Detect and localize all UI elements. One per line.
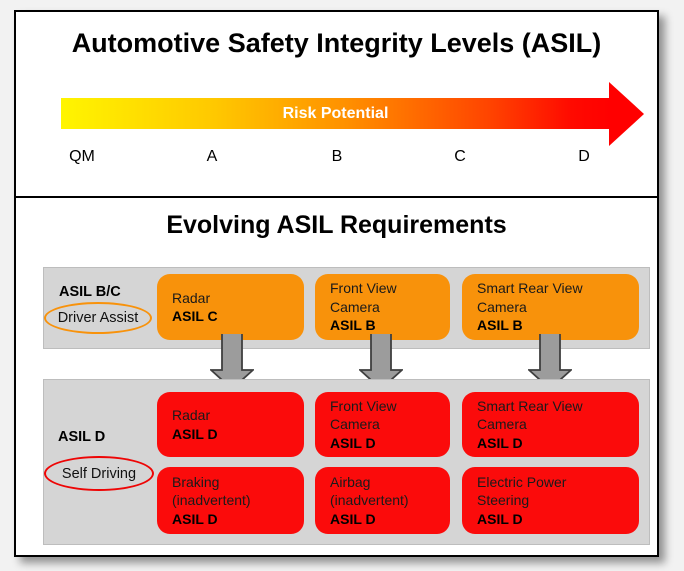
level-label-qm: QM (69, 148, 95, 165)
risk-arrow-head (609, 82, 644, 146)
panel-bc-category-label: Driver Assist (57, 310, 139, 326)
risk-arrow-shaft (61, 98, 610, 129)
panel-d-level-label: ASIL D (58, 429, 106, 445)
panel-bc-level-label: ASIL B/C (59, 284, 121, 300)
level-label-a: A (206, 148, 218, 165)
component-asil: ASIL C (172, 308, 218, 324)
component-box-braking: Braking (inadvertent) ASIL D (157, 467, 304, 534)
component-box-airbag: Airbag (inadvertent) ASIL D (315, 467, 450, 534)
driver-assist-ellipse: Driver Assist (44, 302, 152, 334)
component-asil: ASIL B (330, 317, 376, 334)
component-box-front-camera-bc: Front View Camera ASIL B (315, 274, 450, 340)
component-name: Front View Camera (330, 280, 397, 315)
component-name: Electric Power Steering (477, 473, 567, 509)
component-box-front-camera-d: Front View Camera ASIL D (315, 392, 450, 457)
component-asil: ASIL D (172, 425, 218, 442)
component-name: Front View Camera (330, 397, 397, 433)
panel-d-category-label: Self Driving (61, 465, 137, 482)
component-box-radar-bc: Radar ASIL C (157, 274, 304, 340)
component-name: Smart Rear View Camera (477, 397, 583, 433)
risk-arrow-label: Risk Potential (282, 105, 389, 122)
component-name: Radar (172, 407, 211, 423)
component-asil: ASIL D (477, 510, 523, 527)
component-asil: ASIL D (477, 434, 523, 451)
component-asil: ASIL D (330, 510, 376, 527)
component-box-radar-d: Radar ASIL D (157, 392, 304, 457)
component-asil: ASIL B (477, 317, 523, 334)
component-box-rear-camera-bc: Smart Rear View Camera ASIL B (462, 274, 639, 340)
component-asil: ASIL D (172, 510, 218, 527)
self-driving-ellipse: Self Driving (44, 456, 154, 491)
diagram-frame: Automotive Safety Integrity Levels (ASIL… (14, 10, 659, 557)
level-label-d: D (578, 148, 590, 165)
component-name: Airbag (inadvertent) (330, 473, 409, 509)
section-divider (14, 196, 659, 198)
component-name: Smart Rear View Camera (477, 280, 583, 315)
component-name: Braking (inadvertent) (172, 473, 251, 509)
component-box-rear-camera-d: Smart Rear View Camera ASIL D (462, 392, 639, 457)
component-name: Radar (172, 289, 211, 306)
level-label-b: B (331, 148, 343, 165)
evolving-title: Evolving ASIL Requirements (166, 211, 507, 239)
component-box-steering: Electric Power Steering ASIL D (462, 467, 639, 534)
level-label-c: C (454, 148, 466, 165)
component-asil: ASIL D (330, 434, 376, 451)
page-title: Automotive Safety Integrity Levels (ASIL… (71, 28, 602, 58)
